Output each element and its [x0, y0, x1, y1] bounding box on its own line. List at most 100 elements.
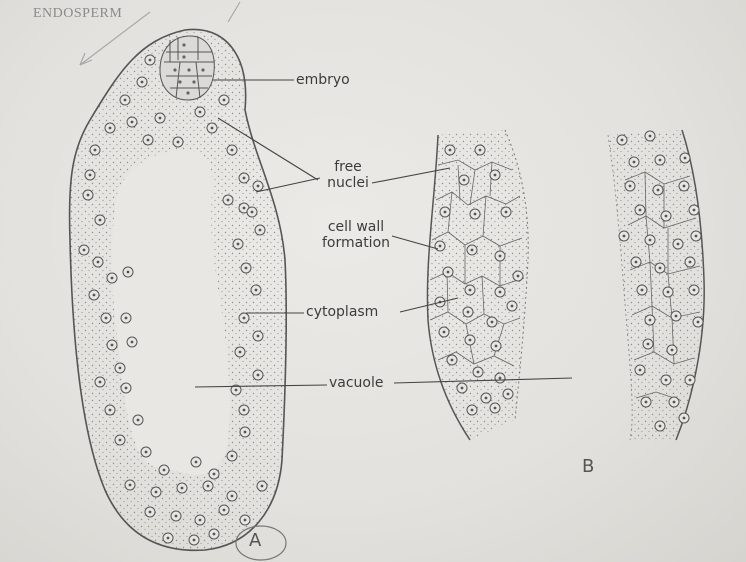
- nucleolus: [449, 149, 452, 152]
- nucleolus: [695, 235, 698, 238]
- nucleolus: [163, 469, 166, 472]
- nucleolus: [231, 455, 234, 458]
- nucleolus: [639, 369, 642, 372]
- nucleolus: [223, 509, 226, 512]
- nucleolus: [659, 267, 662, 270]
- nucleolus: [159, 117, 162, 120]
- nucleolus: [257, 185, 260, 188]
- nucleolus: [243, 177, 246, 180]
- cell-wall-formation-label: cell wall formation: [316, 219, 396, 251]
- nucleolus: [94, 149, 97, 152]
- nucleolus: [125, 387, 128, 390]
- nucleolus: [227, 199, 230, 202]
- nucleolus: [639, 209, 642, 212]
- nucleolus: [245, 267, 248, 270]
- nucleolus: [89, 174, 92, 177]
- nucleolus: [93, 294, 96, 297]
- nucleolus: [137, 419, 140, 422]
- nucleolus: [141, 81, 144, 84]
- cell-wall-label-line-1: cell wall: [316, 219, 396, 235]
- nucleolus: [235, 389, 238, 392]
- nucleolus: [463, 179, 466, 182]
- figure-b-strip-2: [608, 130, 704, 440]
- nucleolus: [443, 331, 446, 334]
- nucleolus: [479, 149, 482, 152]
- nucleolus: [495, 345, 498, 348]
- nucleolus: [244, 519, 247, 522]
- nucleolus: [239, 351, 242, 354]
- nucleolus: [697, 321, 700, 324]
- nucleolus: [649, 319, 652, 322]
- nucleolus: [207, 485, 210, 488]
- nucleolus: [471, 249, 474, 252]
- figure-a-label: A: [249, 533, 261, 549]
- nucleolus: [659, 159, 662, 162]
- nucleolus: [259, 229, 262, 232]
- nucleolus: [467, 311, 470, 314]
- nucleolus: [444, 211, 447, 214]
- nucleolus: [517, 275, 520, 278]
- nucleolus: [494, 407, 497, 410]
- nucleolus: [635, 261, 638, 264]
- nucleolus: [684, 157, 687, 160]
- nucleolus: [243, 207, 246, 210]
- nucleolus: [659, 425, 662, 428]
- nucleolus: [175, 515, 178, 518]
- nucleolus: [469, 289, 472, 292]
- nucleolus: [119, 367, 122, 370]
- nucleolus: [471, 409, 474, 412]
- nucleolus: [124, 99, 127, 102]
- nucleolus: [99, 381, 102, 384]
- nucleolus: [251, 211, 254, 214]
- nucleolus: [237, 243, 240, 246]
- nucleolus: [689, 379, 692, 382]
- free-nuclei-label-line-2: nuclei: [318, 175, 378, 191]
- nucleolus: [665, 379, 668, 382]
- nucleolus: [649, 239, 652, 242]
- nucleolus: [167, 537, 170, 540]
- nucleolus: [181, 487, 184, 490]
- nucleolus: [439, 245, 442, 248]
- nucleolus: [109, 409, 112, 412]
- nucleolus: [125, 317, 128, 320]
- cell-wall-label-line-2: formation: [316, 235, 396, 251]
- nucleolus: [193, 539, 196, 542]
- nucleolus: [199, 519, 202, 522]
- embryo-label: embryo: [296, 72, 350, 88]
- nucleolus: [461, 387, 464, 390]
- nucleolus: [243, 317, 246, 320]
- nucleolus: [147, 139, 150, 142]
- nucleolus: [255, 289, 258, 292]
- nucleolus: [257, 335, 260, 338]
- nucleolus: [675, 315, 678, 318]
- nucleolus: [511, 305, 514, 308]
- nucleolus: [499, 291, 502, 294]
- nucleolus: [485, 397, 488, 400]
- nucleolus: [119, 439, 122, 442]
- nucleolus: [243, 409, 246, 412]
- nucleolus: [99, 219, 102, 222]
- nucleolus: [689, 261, 692, 264]
- nucleolus: [677, 243, 680, 246]
- nucleolus: [667, 291, 670, 294]
- nucleolus: [693, 209, 696, 212]
- nucleolus: [244, 431, 247, 434]
- nucleolus: [623, 235, 626, 238]
- nucleolus: [671, 349, 674, 352]
- nucleolus: [131, 121, 134, 124]
- nucleolus: [474, 213, 477, 216]
- nucleolus: [629, 185, 632, 188]
- nucleolus: [261, 485, 264, 488]
- free-nuclei-label: free nuclei: [318, 159, 378, 191]
- nucleolus: [97, 261, 100, 264]
- nucleolus: [499, 255, 502, 258]
- figure-b-label: B: [582, 459, 594, 475]
- nucleolus: [665, 215, 668, 218]
- nucleolus: [231, 149, 234, 152]
- vacuole-label: vacuole: [329, 375, 384, 391]
- nucleolus: [693, 289, 696, 292]
- nucleolus: [213, 533, 216, 536]
- nucleolus: [177, 141, 180, 144]
- nucleolus: [507, 393, 510, 396]
- nucleolus: [111, 344, 114, 347]
